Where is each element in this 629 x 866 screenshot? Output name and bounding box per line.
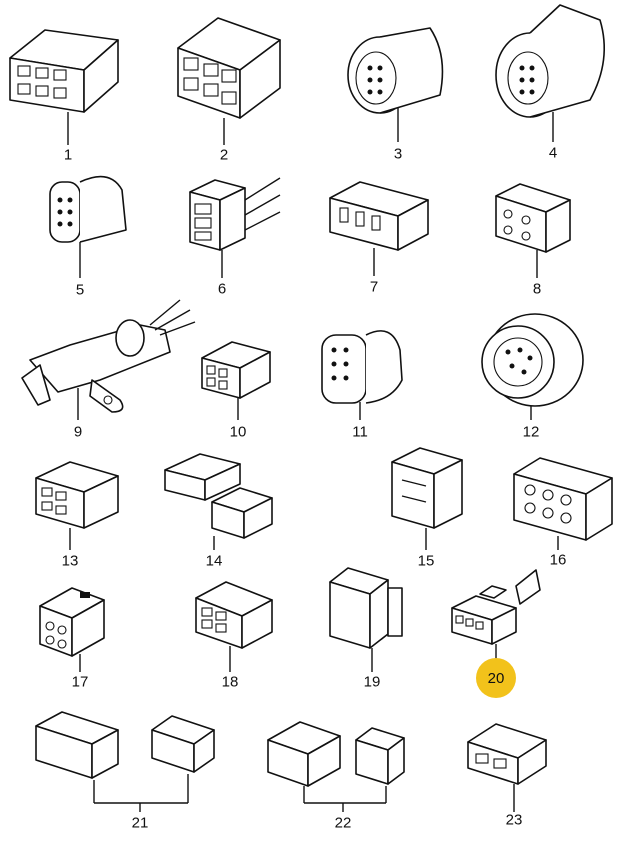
- part-label-11: 11: [352, 423, 368, 441]
- connector-4-drawing: [495, 4, 605, 142]
- connector-1-drawing: [9, 29, 119, 145]
- connector-16-drawing: [513, 457, 613, 550]
- connector-13-drawing: [35, 461, 119, 550]
- part-label-2: 2: [219, 146, 229, 164]
- part-label-14: 14: [205, 552, 223, 570]
- connector-23-drawing: [467, 723, 547, 812]
- connector-20-drawing: [451, 569, 541, 660]
- connector-14-drawing: [164, 453, 273, 550]
- part-label-16: 16: [549, 551, 567, 569]
- part-label-13: 13: [61, 552, 79, 570]
- part-label-21: 21: [131, 814, 149, 832]
- part-label-22: 22: [334, 814, 352, 832]
- connector-11-drawing: [321, 330, 403, 420]
- connector-2-drawing: [177, 17, 281, 145]
- connector-3-drawing: [347, 27, 444, 142]
- connector-22-drawing: [267, 721, 405, 812]
- connector-6-drawing: [189, 177, 281, 278]
- connector-5-drawing: [49, 175, 127, 278]
- part-label-3: 3: [393, 145, 403, 163]
- part-label-9: 9: [73, 423, 83, 441]
- part-label-8: 8: [532, 280, 542, 298]
- connector-17-drawing: [39, 587, 105, 672]
- connector-12-drawing: [481, 313, 584, 420]
- part-label-1: 1: [63, 146, 73, 164]
- part-label-20-highlighted: 20: [476, 658, 516, 698]
- connector-10-drawing: [201, 341, 271, 420]
- connector-21-drawing: [35, 711, 215, 812]
- connector-9-drawing: [21, 299, 196, 420]
- part-label-4: 4: [548, 144, 558, 162]
- part-label-6: 6: [217, 280, 227, 298]
- part-label-10: 10: [229, 423, 247, 441]
- part-label-23: 23: [505, 811, 523, 829]
- part-label-15: 15: [417, 552, 435, 570]
- part-label-12: 12: [522, 423, 540, 441]
- part-label-7: 7: [369, 278, 379, 296]
- connector-15-drawing: [391, 447, 463, 550]
- part-label-5: 5: [75, 281, 85, 299]
- connector-7-drawing: [329, 181, 429, 276]
- connector-8-drawing: [495, 183, 571, 278]
- part-label-17: 17: [71, 673, 89, 691]
- part-label-18: 18: [221, 673, 239, 691]
- part-label-19: 19: [363, 673, 381, 691]
- connector-19-drawing: [329, 567, 403, 672]
- connector-18-drawing: [195, 581, 273, 672]
